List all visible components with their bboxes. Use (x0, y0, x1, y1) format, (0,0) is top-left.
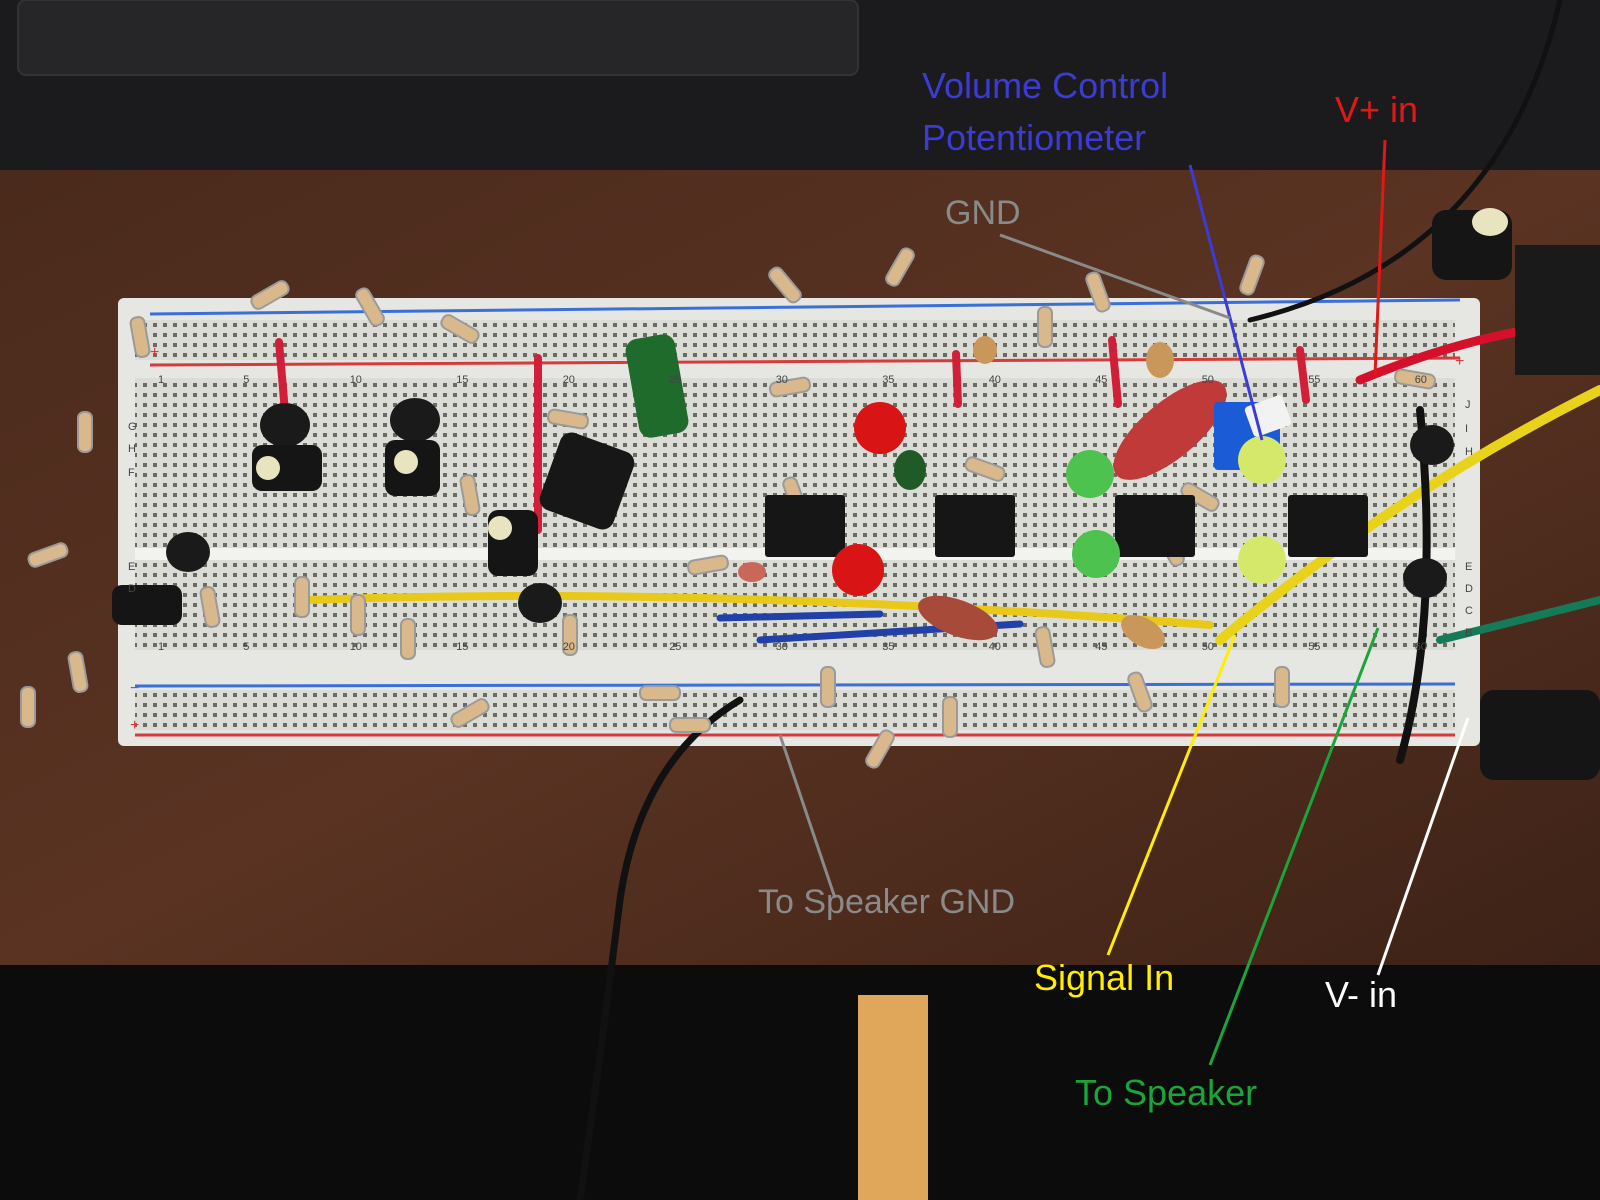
column-number-bottom: 35 (882, 641, 894, 653)
svg-text:+: + (130, 717, 139, 734)
signal-in-leader-line (1106, 634, 1237, 956)
blue-jumper-1 (716, 610, 884, 622)
svg-text:J: J (1465, 399, 1471, 411)
column-number-top: 40 (989, 374, 1001, 386)
v-minus-leader-line (1376, 717, 1470, 976)
green-speaker-wire (1436, 596, 1600, 644)
red-jumper-4 (1108, 336, 1122, 408)
svg-text:H: H (1465, 446, 1473, 458)
column-number-bottom: 45 (1095, 641, 1107, 653)
jumper-wires (275, 0, 1600, 1200)
gnd-leader-line (999, 233, 1231, 320)
svg-text:E: E (128, 561, 135, 573)
red-jumper-5 (1296, 346, 1310, 404)
black-speaker-wire (576, 696, 744, 1200)
annotation-lines (778, 139, 1470, 1066)
column-number-top: 50 (1202, 374, 1214, 386)
column-number-bottom: 50 (1202, 641, 1214, 653)
v-minus-label: V- in (1325, 974, 1398, 1015)
column-number-bottom: 5 (243, 641, 249, 653)
svg-text:D: D (128, 583, 136, 595)
potentiometer-label: Potentiometer (922, 117, 1147, 158)
svg-text:D: D (1465, 583, 1473, 595)
leds (832, 402, 1286, 596)
capacitors-and-pot (625, 334, 1292, 650)
column-number-bottom: 20 (563, 641, 575, 653)
svg-text:−: − (130, 680, 139, 697)
laptop-touchpad (17, 0, 859, 76)
column-number-bottom: 55 (1308, 641, 1320, 653)
volume-control-label: Volume Control (922, 65, 1169, 106)
column-number-bottom: 40 (989, 641, 1001, 653)
column-number-top: 1 (158, 374, 164, 386)
svg-text:I: I (1465, 423, 1468, 435)
v-plus-leader-line (1373, 139, 1387, 376)
column-number-bottom: 15 (456, 641, 468, 653)
column-number-top: 15 (456, 374, 468, 386)
svg-text:G: G (128, 421, 137, 433)
gnd-label: GND (945, 194, 1021, 232)
column-number-top: 25 (669, 374, 681, 386)
svg-text:B: B (1465, 627, 1472, 639)
v-plus-label: V+ in (1335, 89, 1419, 130)
svg-text:C: C (1465, 605, 1473, 617)
breadboard-markings: G H F J I H E D C B E D + + + − 11551010… (128, 344, 1473, 734)
column-number-top: 55 (1308, 374, 1320, 386)
svg-text:E: E (1465, 561, 1472, 573)
yellow-wire (306, 591, 1214, 629)
column-number-top: 60 (1415, 374, 1427, 386)
column-number-top: 5 (243, 374, 249, 386)
column-number-bottom: 30 (776, 641, 788, 653)
column-number-top: 20 (563, 374, 575, 386)
volume-leader-line (1188, 164, 1264, 441)
svg-text:F: F (128, 467, 135, 479)
svg-text:+: + (150, 344, 159, 361)
floor (0, 965, 1600, 1200)
transistors (166, 398, 1454, 623)
column-number-bottom: 25 (669, 641, 681, 653)
svg-text:H: H (128, 443, 136, 455)
speaker-gnd-leader-line (778, 734, 837, 899)
red-jumper-1 (275, 338, 289, 416)
to-speaker-label: To Speaker (1075, 1072, 1258, 1113)
electrolytic-capacitors (112, 208, 1600, 780)
to-speaker-leader-line (1208, 627, 1380, 1066)
black-wire-top (1247, 0, 1563, 323)
svg-text:+: + (1455, 353, 1464, 370)
to-speaker-gnd-label: To Speaker GND (758, 883, 1015, 921)
column-number-top: 45 (1095, 374, 1107, 386)
pencil (858, 995, 928, 1200)
ic-chips (765, 495, 1368, 557)
column-number-top: 10 (350, 374, 362, 386)
signal-wire (1215, 385, 1600, 645)
column-number-bottom: 10 (350, 641, 362, 653)
column-number-top: 35 (882, 374, 894, 386)
column-number-bottom: 1 (158, 641, 164, 653)
column-number-top: 30 (776, 374, 788, 386)
column-number-bottom: 60 (1415, 641, 1427, 653)
signal-in-label: Signal In (1034, 957, 1175, 998)
black-supply-wire (1396, 406, 1431, 764)
red-jumper-3 (952, 350, 962, 408)
